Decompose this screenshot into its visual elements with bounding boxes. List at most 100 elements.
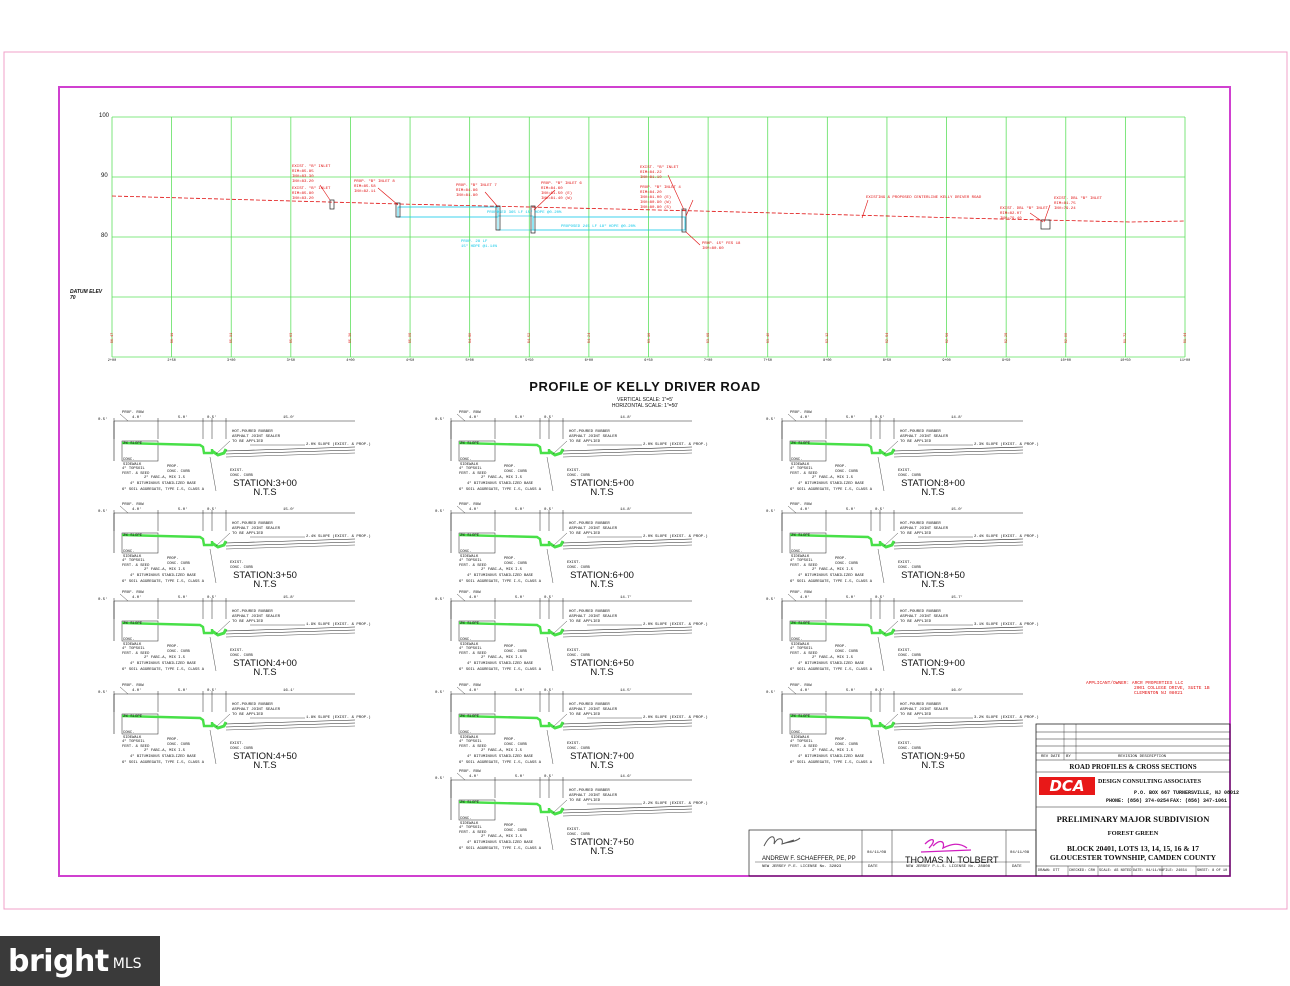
topsoil-line: FERT. & SEED — [459, 471, 487, 476]
prop-curb-line: PROP. — [167, 645, 179, 649]
section-station-label: STATION:7+50 — [570, 837, 634, 848]
proposed-curb — [879, 448, 896, 457]
section-width: 14.8' — [620, 508, 633, 512]
section-station-label: STATION:4+50 — [233, 751, 297, 762]
exist-curb-line: CONC. CURB — [567, 565, 590, 570]
joint-line: HOT-POURED RUBBER — [232, 610, 273, 614]
section-slope-left: 2% SLOPE — [123, 715, 143, 719]
annotation-pipe-2: PROPOSED 245 LF 18" HDPE @0.20% — [561, 225, 636, 229]
sidewalk-box — [789, 440, 827, 462]
section-dim-c: 0.5' — [875, 508, 885, 512]
joint-line: TO BE APPLIED — [900, 532, 932, 536]
topsoil-line: FERT. & SEED — [122, 651, 150, 656]
section-slope-left: 2% SLOPE — [123, 442, 143, 446]
leader-line — [456, 686, 466, 695]
section-slope-label: 1.9% SLOPE (EXIST. & PROP.) — [306, 623, 371, 627]
pavement-top — [562, 446, 693, 452]
firm-name: DESIGN CONSULTING ASSOCIATES — [1098, 779, 1202, 785]
leader-line — [787, 505, 797, 514]
sidewalk-box — [458, 799, 496, 821]
section-slope-left: 2% SLOPE — [460, 534, 480, 538]
engineer-license: NEW JERSEY P.E. LICENSE No. 32893 — [762, 865, 842, 869]
joint-line: ASPHALT JOINT SEALER — [569, 708, 618, 712]
section-prof-row: PROF. ROW — [459, 591, 481, 595]
section-dim-c: 0.5' — [207, 596, 217, 600]
sidewalk-line: SIDEWALK — [460, 821, 479, 826]
rev-header-by: BY — [1066, 755, 1071, 759]
sidewalk-box — [121, 532, 159, 554]
elevation-value-label: 86.19 — [170, 332, 175, 344]
sidewalk-box — [458, 713, 496, 735]
joint-line: TO BE APPLIED — [569, 532, 601, 536]
annotation-pipe-3: PROP. 28 LF 15" HDPE @1.14% — [461, 240, 497, 250]
section-slope-label: 2.0% SLOPE (EXIST. & PROP.) — [643, 535, 708, 539]
section-elev-left: 0.5' — [766, 691, 776, 695]
leader-line — [456, 505, 466, 514]
leader-line — [119, 413, 129, 422]
elevation-value-label: 82.84 — [885, 332, 890, 344]
leader-line — [209, 548, 217, 584]
section-exist-curb-label: EXIST.CONC. CURB — [230, 649, 253, 658]
section-fabc-label: 2" FABC-A, MIX I-5 — [481, 568, 523, 572]
station-label: 9+00 — [942, 359, 951, 363]
leader-line — [377, 187, 399, 206]
pavement-subbase — [893, 452, 1024, 458]
anno-line: PROP. "B" INLET 4 — [640, 186, 681, 190]
section-nts-label: N.T.S — [253, 667, 277, 678]
section-dim-a: 4.0' — [469, 416, 479, 420]
section-soil-label: 6" SOIL AGGREGATE, TYPE I-5, CLASS A — [790, 761, 873, 765]
section-dim-c: 0.5' — [875, 416, 885, 420]
section-prop-curb-label: PROP.CONC. CURB — [167, 738, 190, 747]
station-label: 11+00 — [1179, 359, 1191, 363]
surveyor-signature-mark — [920, 839, 972, 853]
joint-line: ASPHALT JOINT SEALER — [232, 708, 281, 712]
leader-line — [877, 456, 885, 492]
section-sidewalk-label: CONC.SIDEWALK — [791, 550, 809, 559]
section-sidewalk-label: CONC.SIDEWALK — [460, 817, 478, 826]
topsoil-line: FERT. & SEED — [459, 744, 487, 749]
prop-curb-line: PROP. — [167, 557, 179, 561]
datum-label: DATUM ELEV 70 — [70, 289, 102, 301]
topsoil-line: FERT. & SEED — [459, 830, 487, 835]
pavement-top — [562, 805, 693, 811]
section-prof-row: PROF. ROW — [122, 684, 144, 688]
pavement-base — [562, 808, 693, 814]
prop-curb-line: PROP. — [835, 465, 847, 469]
pavement-base — [893, 541, 1024, 547]
section-nts-label: N.T.S — [590, 579, 614, 590]
section-prof-row: PROF. ROW — [459, 684, 481, 688]
prop-curb-line: CONC. CURB — [167, 649, 190, 654]
section-sidewalk-label: CONC.SIDEWALK — [123, 458, 141, 467]
section-station-label: STATION:3+00 — [233, 478, 297, 489]
section-fabc-label: 2" FABC-A, MIX I-5 — [144, 568, 186, 572]
topsoil-line: 4" TOPSOIL — [459, 647, 482, 651]
section-dim-c: 0.5' — [207, 689, 217, 693]
pavement-top — [225, 538, 356, 544]
applicant-line: 2001 COLLEGE DRIVE, SUITE 1B — [1134, 686, 1210, 691]
section-dim-b: 5.0' — [515, 689, 525, 693]
anno-line: RIM=84.22 — [640, 171, 662, 175]
section-nts-label: N.T.S — [590, 760, 614, 771]
leader-line — [787, 413, 797, 422]
prop-curb-line: CONC. CURB — [504, 649, 527, 654]
leader-line — [215, 620, 231, 635]
inlet-structure — [395, 202, 401, 218]
joint-line: TO BE APPLIED — [900, 440, 932, 444]
section-sidewalk-label: CONC.SIDEWALK — [123, 731, 141, 740]
leader-line — [119, 505, 129, 514]
section-station-label: STATION:5+00 — [570, 478, 634, 489]
title-block-footer-cell: SCALE: AS NOTED — [1099, 869, 1132, 873]
pavement-base — [225, 541, 356, 547]
section-elev-left: 0.5' — [435, 510, 445, 514]
section-base-label: 4" BITUMINOUS STABILIZED BASE — [798, 482, 865, 486]
joint-line: TO BE APPLIED — [900, 620, 932, 624]
prop-curb-line: PROP. — [504, 557, 516, 561]
cross-section — [450, 772, 693, 851]
section-prof-row: PROF. ROW — [459, 411, 481, 415]
sidewalk-line: SIDEWALK — [123, 642, 142, 647]
prop-curb-line: PROP. — [835, 738, 847, 742]
